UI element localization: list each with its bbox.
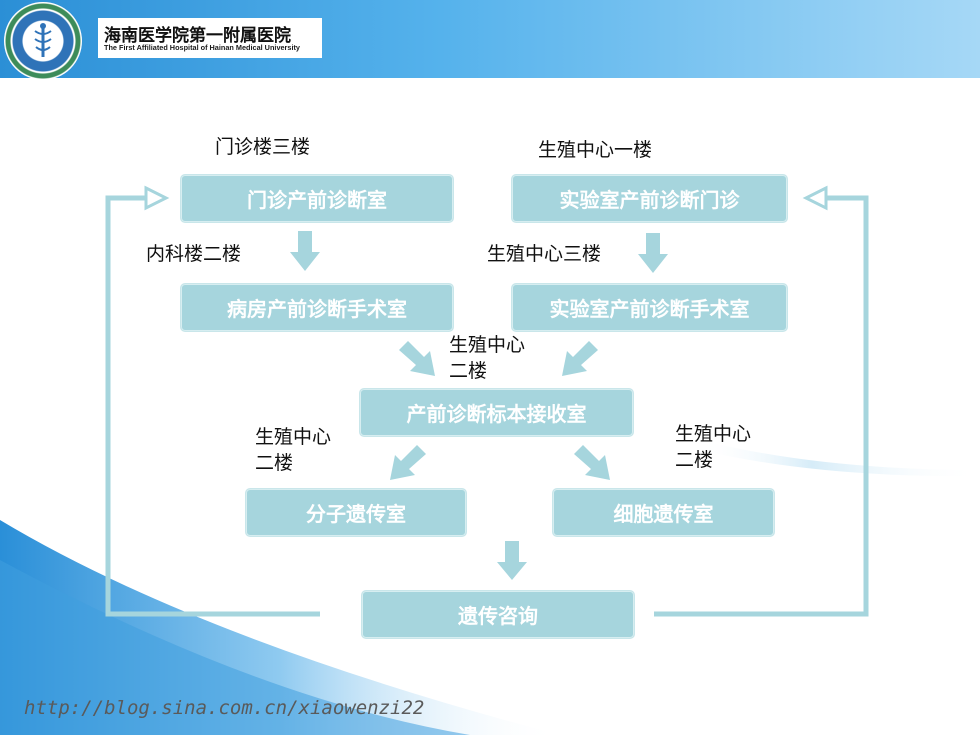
arrow-diag-ward-to-reception <box>399 341 435 376</box>
location-repro-2f-left-line2: 二楼 <box>255 452 294 474</box>
node-ward-prenatal-surgery: 病房产前诊断手术室 <box>180 283 454 332</box>
hospital-name-plate: 海南医学院第一附属医院 The First Affiliated Hospita… <box>98 18 322 58</box>
location-repro-2f-center-line1: 生殖中心 <box>449 334 526 356</box>
location-repro-2f-right-line1: 生殖中心 <box>675 423 752 445</box>
location-repro-2f-right: 生殖中心 二楼 <box>675 421 751 473</box>
location-repro-2f-left: 生殖中心 二楼 <box>255 424 331 476</box>
location-internal-2f: 内科楼二楼 <box>146 243 242 265</box>
right-loop-line <box>654 195 869 617</box>
arrow-diag-lab-to-reception <box>562 341 598 376</box>
node-lab-prenatal-clinic: 实验室产前诊断门诊 <box>511 174 788 223</box>
location-repro-2f-left-line1: 生殖中心 <box>255 426 332 448</box>
location-repro-2f-right-line2: 二楼 <box>675 449 714 471</box>
left-loop-line <box>105 195 320 617</box>
arrow-diag-reception-to-molecular <box>390 445 426 480</box>
arrow-down-to-counseling <box>497 541 527 580</box>
location-repro-2f-center: 生殖中心 二楼 <box>449 332 525 384</box>
node-molecular-genetics: 分子遗传室 <box>245 488 467 537</box>
arrow-diag-reception-to-cell <box>574 445 610 480</box>
right-loop-arrowhead <box>802 185 828 211</box>
node-specimen-reception: 产前诊断标本接收室 <box>359 388 634 437</box>
hospital-name-cn: 海南医学院第一附属医院 <box>104 26 291 46</box>
arrow-down-right-top <box>638 233 668 273</box>
left-loop-arrowhead <box>144 185 170 211</box>
node-cell-genetics: 细胞遗传室 <box>552 488 775 537</box>
blog-watermark: http://blog.sina.com.cn/xiaowenzi22 <box>24 697 425 719</box>
hospital-logo <box>4 2 82 80</box>
hospital-name-en: The First Affiliated Hospital of Hainan … <box>104 43 300 52</box>
location-repro-1f: 生殖中心一楼 <box>538 139 653 161</box>
node-genetic-counseling: 遗传咨询 <box>361 590 635 639</box>
node-lab-prenatal-surgery: 实验室产前诊断手术室 <box>511 283 788 332</box>
arrow-down-left-top <box>290 231 320 271</box>
location-repro-3f: 生殖中心三楼 <box>487 243 602 265</box>
node-outpatient-prenatal: 门诊产前诊断室 <box>180 174 454 223</box>
caduceus-icon <box>34 23 52 57</box>
location-repro-2f-center-line2: 二楼 <box>449 360 488 382</box>
location-outpatient-3f: 门诊楼三楼 <box>215 136 311 158</box>
